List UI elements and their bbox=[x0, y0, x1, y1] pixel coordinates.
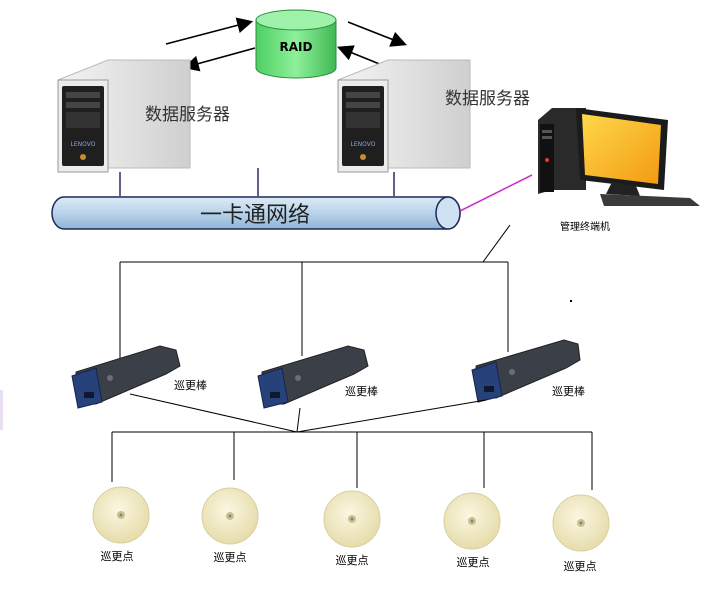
reader-label: 巡更棒 bbox=[174, 378, 207, 392]
patrol-point: 巡更点 bbox=[443, 492, 501, 569]
server-left: LENOVO 数据服务器 bbox=[57, 59, 230, 196]
patrol-point: 巡更点 bbox=[323, 490, 381, 567]
left-edge-mark bbox=[0, 390, 3, 430]
terminal-link-line bbox=[459, 174, 533, 212]
network-label: 一卡通网络 bbox=[200, 203, 310, 228]
server-right: LENOVO 数据服务器 bbox=[337, 59, 530, 196]
reader-distribution-lines bbox=[119, 224, 511, 358]
point-distribution-lines bbox=[111, 393, 593, 490]
patrol-point-label: 巡更点 bbox=[101, 550, 134, 563]
server-left-label: 数据服务器 bbox=[145, 105, 230, 125]
patrol-point: 巡更点 bbox=[92, 486, 150, 563]
terminal-label: 管理终端机 bbox=[560, 220, 610, 233]
raid-storage: RAID bbox=[255, 9, 337, 79]
patrol-point: 巡更点 bbox=[201, 487, 259, 564]
management-terminal: 管理终端机 bbox=[538, 108, 700, 233]
server-left-brand: LENOVO bbox=[71, 141, 96, 148]
server-right-brand: LENOVO bbox=[351, 141, 376, 148]
replication-arrows bbox=[165, 17, 407, 72]
server-right-label: 数据服务器 bbox=[445, 89, 530, 109]
reader-wand: 巡更棒 bbox=[257, 345, 378, 409]
reader-wand: 巡更棒 bbox=[71, 345, 207, 409]
patrol-point-label: 巡更点 bbox=[336, 554, 369, 567]
patrol-point-label: 巡更点 bbox=[564, 560, 597, 573]
reader-label: 巡更棒 bbox=[345, 384, 378, 398]
patrol-point: 巡更点 bbox=[552, 494, 610, 573]
raid-label: RAID bbox=[280, 40, 313, 54]
patrol-point-label: 巡更点 bbox=[214, 551, 247, 564]
stray-mark bbox=[570, 300, 572, 302]
reader-label: 巡更棒 bbox=[552, 384, 585, 398]
reader-wand: 巡更棒 bbox=[471, 339, 585, 403]
patrol-point-label: 巡更点 bbox=[457, 556, 490, 569]
network-bus: 一卡通网络 bbox=[51, 196, 461, 230]
